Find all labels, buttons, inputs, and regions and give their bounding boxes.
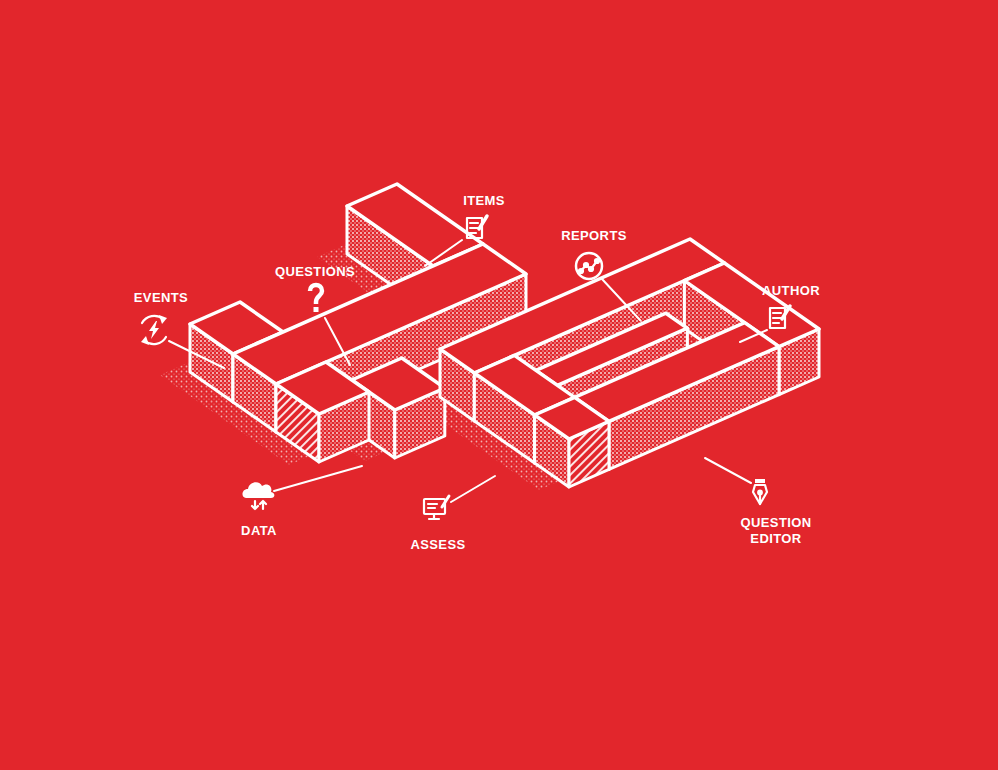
isometric-blocks — [190, 184, 819, 487]
block-top — [535, 397, 609, 439]
text-line — [470, 232, 476, 234]
pen-nib — [753, 485, 767, 504]
callout-label: ITEMS — [463, 193, 505, 209]
leader-line — [602, 279, 640, 320]
callout-label: AUTHOR — [762, 283, 820, 299]
report-circle — [576, 253, 602, 279]
events-icon — [141, 315, 167, 345]
question-icon — [310, 285, 322, 312]
upload-arrow — [260, 501, 266, 509]
items-icon — [467, 216, 487, 238]
text-line — [773, 317, 781, 319]
chart-dot — [579, 269, 583, 273]
leader-line — [325, 318, 350, 365]
text-line — [470, 222, 478, 224]
nib-slit — [759, 495, 761, 504]
text-line — [773, 322, 779, 324]
iso-block — [276, 362, 369, 462]
block-top — [276, 362, 369, 414]
nib-hole — [758, 491, 762, 495]
block-shadows — [160, 235, 789, 490]
text-line — [428, 507, 435, 509]
text-line — [470, 227, 478, 229]
callout-label: EVENTS — [134, 290, 188, 306]
arrow-head — [141, 336, 149, 345]
leader-line — [425, 240, 462, 266]
leader-line — [451, 476, 495, 502]
pen-cap — [755, 479, 765, 483]
callout-label: REPORTS — [561, 228, 627, 244]
question-dot — [314, 307, 319, 312]
leader-line — [274, 466, 362, 491]
pen-icon — [753, 479, 767, 504]
bolt-symbol — [149, 321, 159, 339]
callout-label: QUESTIONS — [275, 264, 355, 280]
chart-dot — [595, 259, 599, 263]
assess-icon — [424, 496, 449, 519]
callout-label: QUESTION EDITOR — [730, 515, 822, 548]
leader-line — [705, 458, 751, 483]
chart-dot — [589, 267, 593, 271]
icons — [141, 216, 790, 519]
block-top — [575, 323, 779, 422]
reports-icon — [576, 253, 602, 279]
text-line — [773, 312, 781, 314]
iso-block — [535, 397, 609, 487]
data-icon — [242, 482, 274, 509]
question-mark — [310, 285, 322, 304]
text-line — [428, 503, 437, 505]
leader-lines — [169, 240, 767, 502]
callout-label: DATA — [241, 523, 277, 539]
author-icon — [770, 306, 790, 328]
chart-dot — [584, 263, 588, 267]
leader-line — [169, 341, 224, 368]
cloud-symbol — [242, 482, 274, 498]
leader-line — [740, 330, 767, 342]
pencil-symbol — [782, 306, 790, 319]
pencil-symbol — [442, 496, 449, 507]
arrow-head — [159, 315, 167, 324]
download-arrow — [252, 501, 258, 509]
pencil-symbol — [479, 216, 487, 229]
monitor-stand — [429, 514, 439, 519]
callout-label: ASSESS — [410, 537, 465, 553]
